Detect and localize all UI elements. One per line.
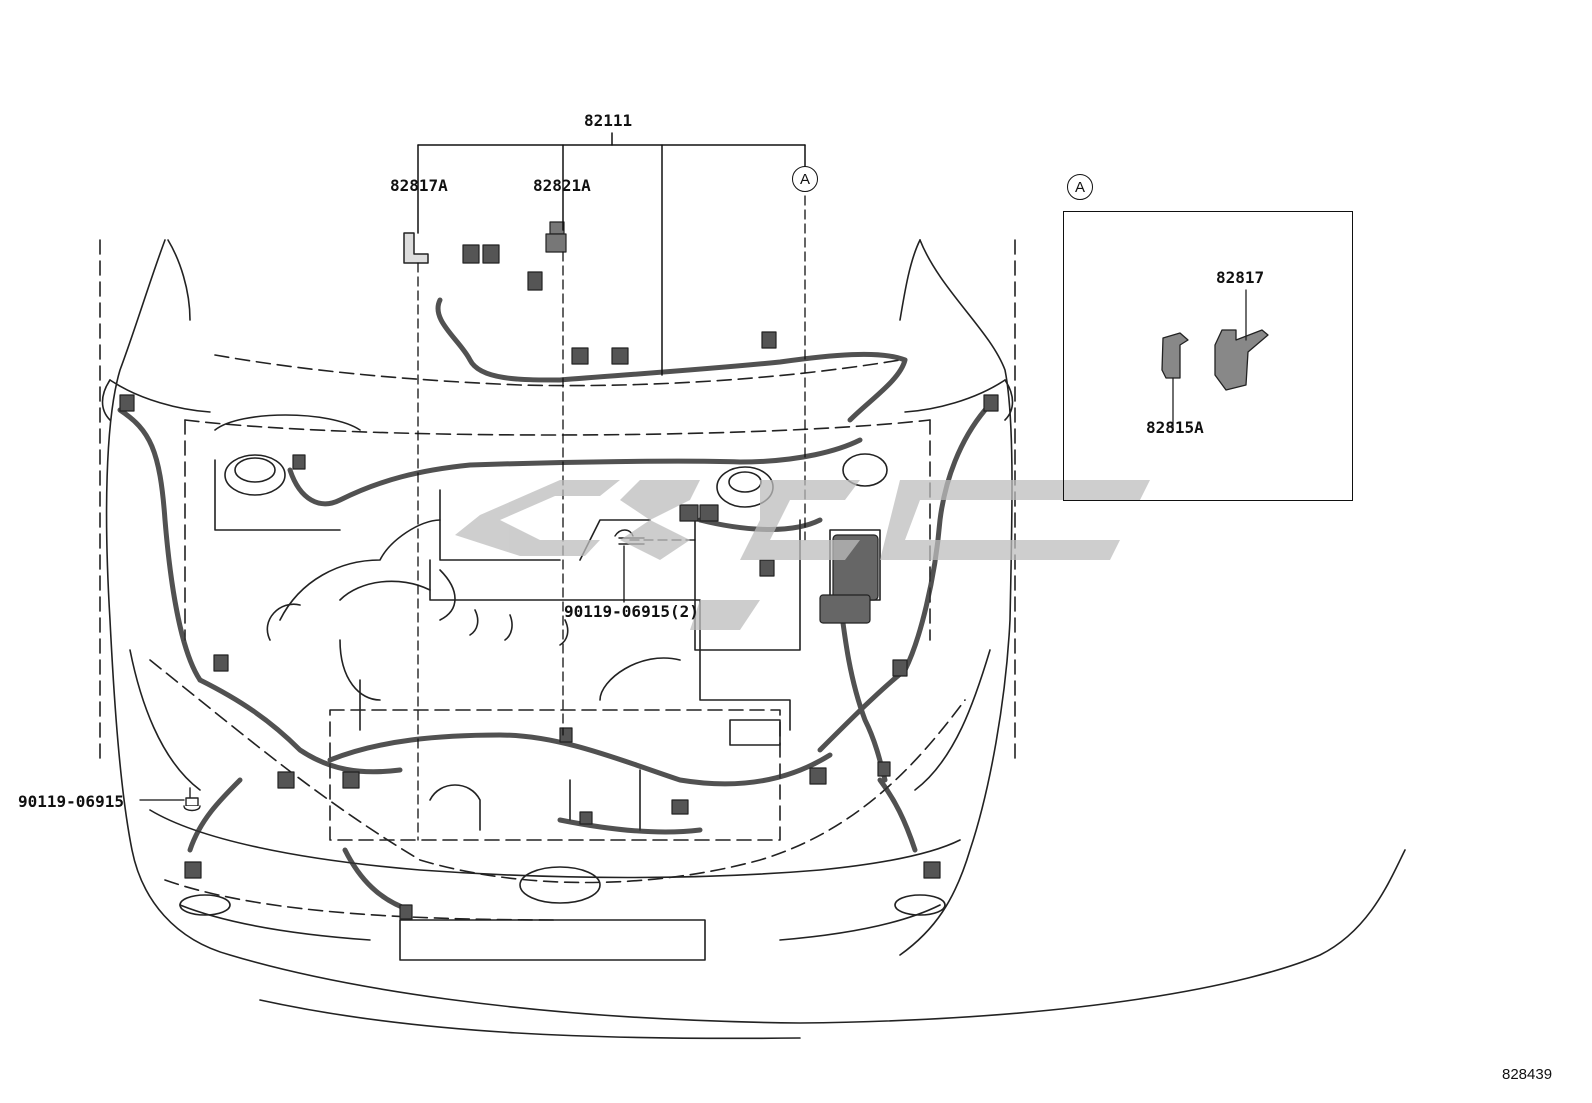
label-detail-82817: 82817 xyxy=(1216,268,1265,287)
label-protector-82817a: 82817A xyxy=(390,176,448,195)
harness-leader-bracket xyxy=(417,132,806,376)
watermark-logo xyxy=(455,480,1150,630)
illustration-reference-number: 828439 xyxy=(1502,1066,1553,1083)
engine-components xyxy=(101,379,1014,961)
detail-a-parts xyxy=(1161,289,1269,431)
car-body-outline xyxy=(105,239,1406,1040)
clamp-82821a-part xyxy=(545,221,567,253)
view-marker-a: A xyxy=(792,166,818,192)
label-clamp-82821a: 82821A xyxy=(533,176,591,195)
label-harness-82111: 82111 xyxy=(584,111,633,130)
detail-a-box xyxy=(1063,211,1353,501)
label-bolt-left: 90119-06915 xyxy=(18,792,124,811)
detail-marker-a: A xyxy=(1067,174,1093,200)
leader-lines-dashed xyxy=(417,195,806,841)
bolt-left-part xyxy=(183,787,201,812)
wire-harness xyxy=(117,297,988,913)
leader-lines-solid xyxy=(139,545,625,801)
label-detail-82815a: 82815A xyxy=(1146,418,1204,437)
label-bolt-center: 90119-06915(2) xyxy=(564,602,699,621)
protector-82817a-part xyxy=(403,232,429,264)
